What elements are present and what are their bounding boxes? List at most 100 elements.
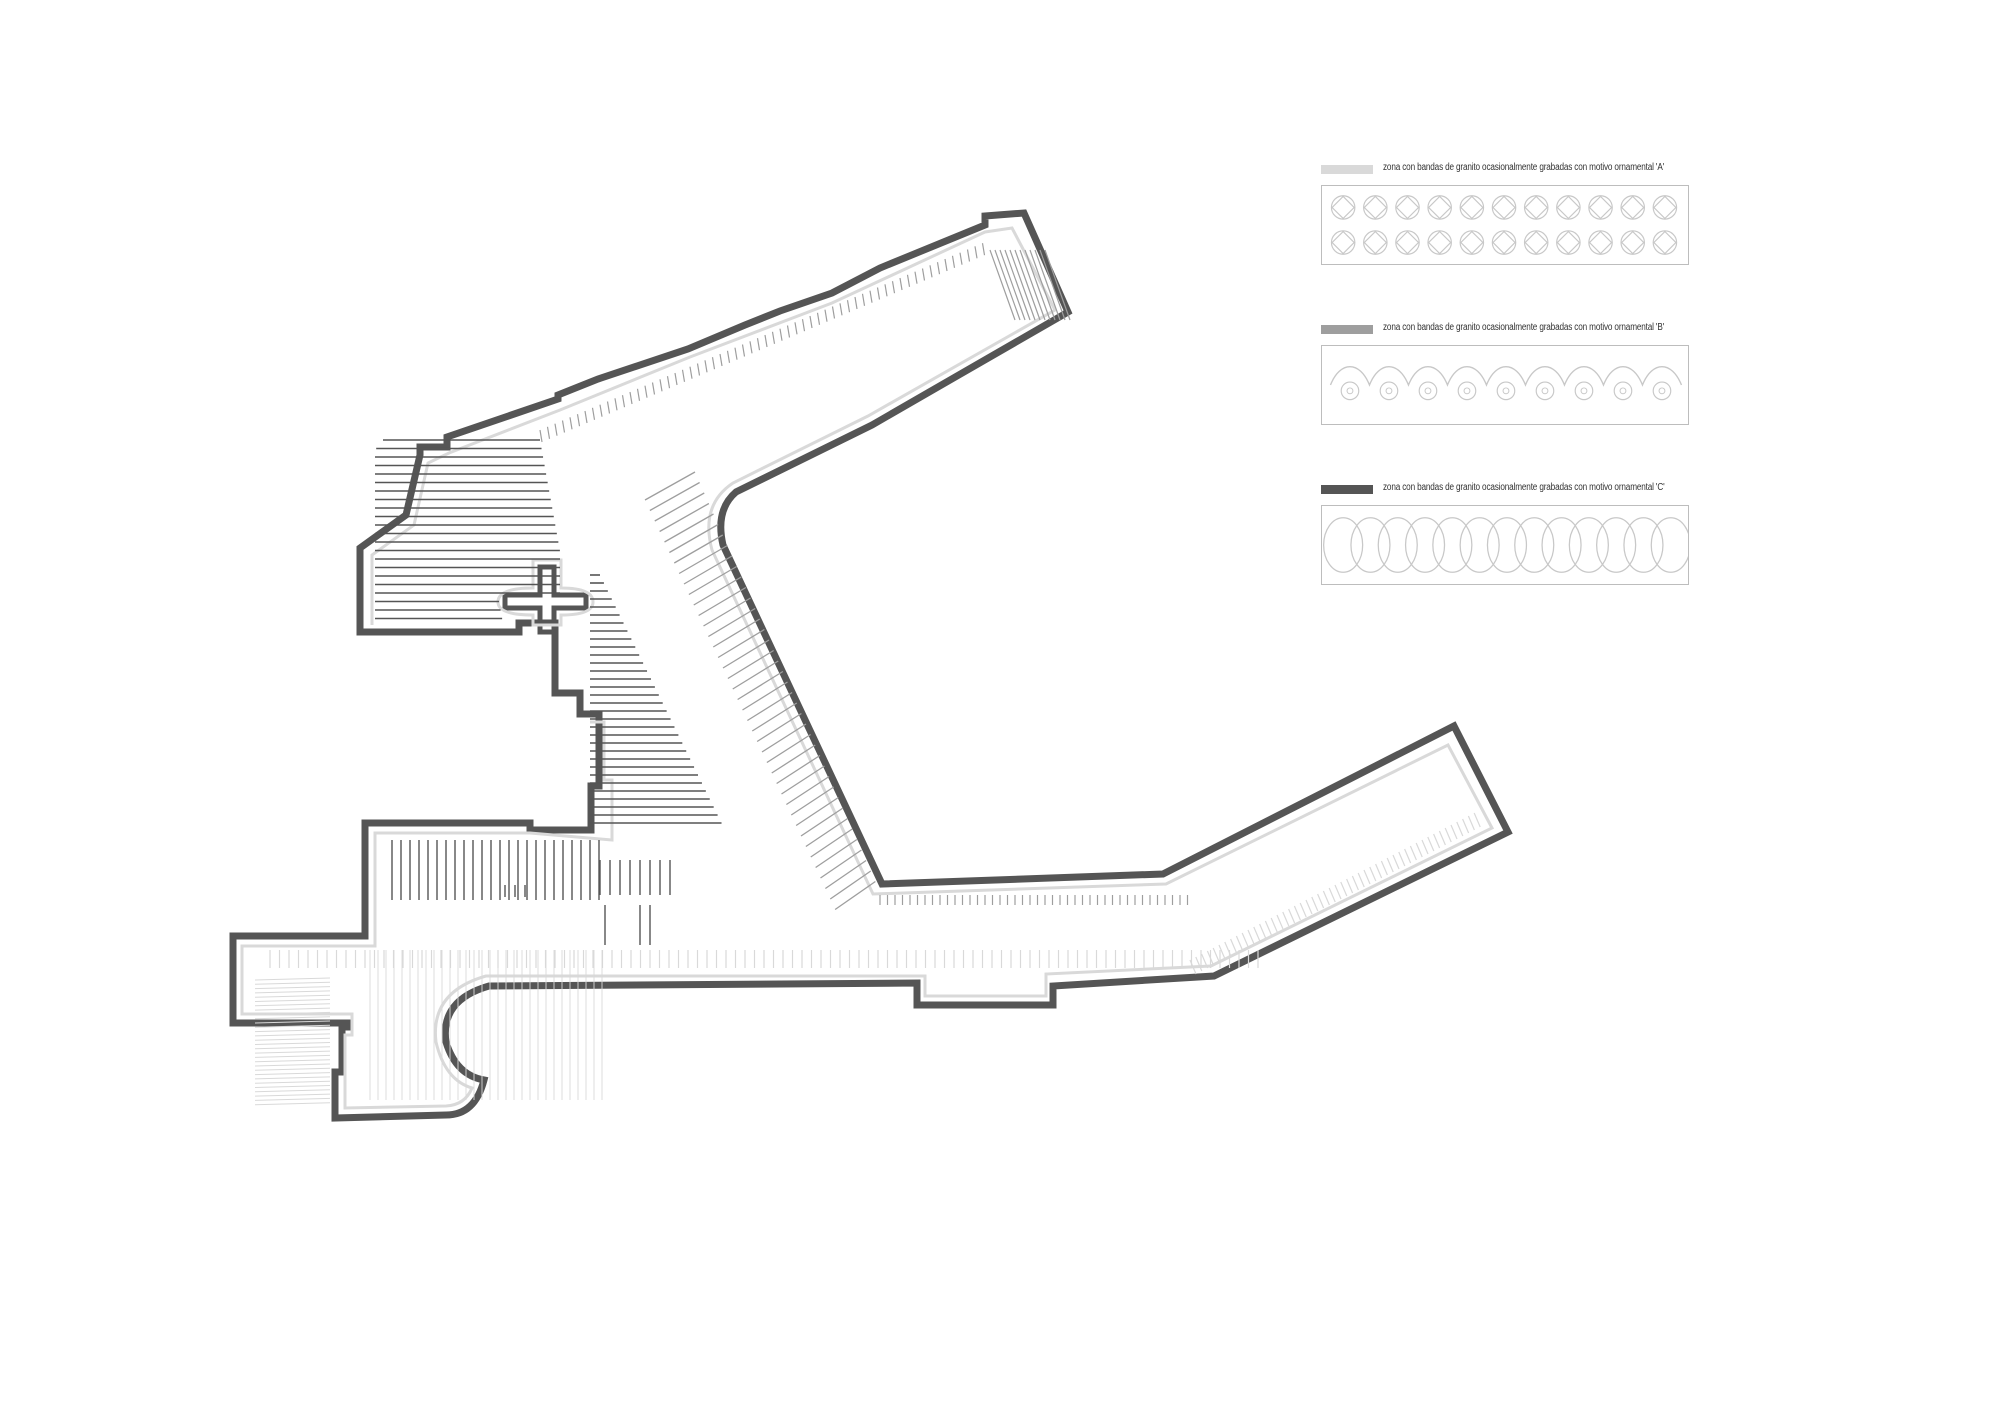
paving-band — [891, 281, 896, 294]
paving-band — [1195, 956, 1203, 972]
paving-band — [1189, 959, 1197, 975]
paving-band — [1288, 908, 1296, 924]
paving-band — [254, 1076, 331, 1080]
motif-c-oval — [1541, 517, 1582, 573]
motif-b-flower-core — [1346, 387, 1354, 395]
paving-band — [741, 344, 746, 357]
paving-band — [539, 429, 543, 443]
motif-c-oval — [1568, 517, 1609, 573]
paving-band — [254, 1063, 331, 1067]
motif-a-ring — [1330, 230, 1356, 255]
motif-a-star — [1588, 195, 1613, 220]
paving-band — [1421, 839, 1429, 855]
paving-band — [1392, 854, 1400, 870]
motif-a-ring — [1588, 230, 1613, 255]
paving-band — [1334, 884, 1342, 900]
paving-band — [1264, 920, 1272, 936]
motif-b-flower — [1652, 381, 1672, 401]
paving-band — [712, 618, 761, 648]
paving-band — [1019, 249, 1046, 321]
paving-band — [771, 744, 816, 774]
motif-a-ring — [1459, 195, 1485, 220]
paving-band — [809, 315, 813, 329]
motif-a-ring — [1459, 230, 1485, 255]
motif-a-ring — [1427, 230, 1452, 255]
motif-a-star — [1363, 195, 1388, 220]
paving-band — [839, 303, 843, 316]
paving-band — [1311, 896, 1319, 912]
paving-band — [654, 492, 705, 522]
motif-b-flower-core — [1658, 387, 1666, 395]
paving-band — [1317, 893, 1325, 909]
legend-swatch-b — [1321, 325, 1373, 334]
paving-band — [629, 391, 633, 405]
motif-a-ring — [1330, 195, 1356, 220]
paving-band — [254, 1072, 331, 1076]
paving-band — [810, 828, 853, 858]
paving-band — [999, 249, 1026, 321]
paving-band — [834, 880, 876, 911]
paving-band — [546, 426, 551, 439]
motif-b-flower-core — [1463, 387, 1471, 395]
motif-a-ring — [1491, 230, 1517, 255]
motif-b-scroll — [1329, 366, 1683, 387]
paving-band — [1206, 950, 1214, 966]
motif-b-flower-core — [1580, 387, 1588, 395]
paving-band — [1346, 878, 1354, 894]
motif-a-star — [1427, 195, 1452, 220]
paving-band — [599, 404, 603, 417]
paving-band — [254, 1089, 331, 1093]
paving-band — [974, 246, 978, 259]
motif-a-ring — [1588, 195, 1613, 220]
paving-band — [747, 691, 793, 722]
paving-band — [966, 249, 971, 262]
paving-band — [884, 284, 888, 297]
motif-b-flower — [1613, 381, 1633, 401]
paving-band — [1444, 827, 1452, 843]
paving-band — [569, 417, 573, 430]
paving-band — [1039, 249, 1066, 321]
motif-a-ring — [1556, 230, 1581, 255]
paving-band — [576, 414, 581, 427]
legend-swatch-a — [1321, 165, 1373, 174]
paving-band — [861, 293, 866, 306]
motif-c-oval — [1650, 517, 1688, 573]
legend-label-c: zona con bandas de granito ocasionalment… — [1383, 482, 1665, 493]
paving-band — [254, 994, 331, 998]
paving-band — [959, 252, 963, 265]
paving-band — [689, 366, 693, 379]
motif-a-star — [1653, 195, 1677, 220]
paving-band — [1282, 911, 1290, 927]
motif-a-star — [1492, 230, 1516, 255]
paving-band — [854, 296, 858, 310]
paving-band — [1462, 818, 1470, 834]
paving-band — [1044, 249, 1071, 321]
motif-a-ring — [1363, 230, 1388, 255]
paving-band — [644, 385, 648, 398]
paving-band — [1029, 249, 1056, 321]
paving-band — [254, 1016, 331, 1020]
paving-band — [1224, 941, 1232, 957]
paving-band — [1340, 881, 1348, 897]
paving-band — [1398, 851, 1406, 867]
motif-b-flower — [1340, 381, 1360, 401]
paving-band — [704, 360, 708, 373]
motif-b-flower-core — [1424, 387, 1432, 395]
paving-band — [831, 306, 836, 319]
paving-band — [1404, 848, 1412, 864]
cross-light-ring — [496, 558, 595, 627]
paving-band — [981, 243, 986, 256]
paving-band — [693, 576, 742, 606]
paving-band — [254, 986, 331, 990]
paving-band — [1034, 249, 1061, 321]
paving-band — [989, 249, 1016, 321]
paving-band — [1009, 249, 1036, 321]
paving-band — [820, 849, 862, 879]
paving-band — [936, 262, 941, 275]
paving-band — [1235, 935, 1243, 951]
paving-band — [800, 807, 844, 837]
paving-band — [1467, 815, 1475, 831]
motif-c-oval — [1377, 517, 1418, 573]
motif-a-ring — [1395, 195, 1420, 220]
motif-c-oval — [1404, 517, 1446, 573]
